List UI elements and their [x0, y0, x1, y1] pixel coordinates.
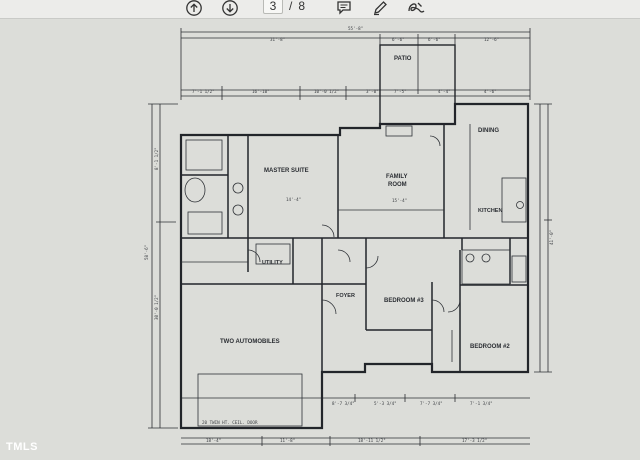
pen-icon: [374, 1, 387, 16]
arrow-up-icon: [186, 0, 202, 16]
comment-icon: [337, 1, 351, 15]
floor-plan: PATIO DINING MASTER SUITE FAMILY ROOM KI…: [144, 26, 554, 446]
comment-button[interactable]: [334, 0, 354, 18]
dim-top-mid: 6'-6": [392, 37, 405, 42]
dim-right-overall: 41'-0": [549, 230, 554, 245]
page-number-input[interactable]: 3: [262, 0, 283, 14]
family-room-label-2: ROOM: [388, 182, 407, 188]
dining-label: DINING: [478, 128, 499, 134]
dim-row2-a: 7'-1 1/2": [192, 89, 215, 94]
family-room-label-1: FAMILY: [386, 174, 407, 180]
dim-bottom-d: 5'-3 3/4": [374, 401, 397, 406]
dim-bottom-e: 7'-7 3/4": [420, 401, 443, 406]
dim-left-a: 8'-1 1/2": [154, 147, 159, 170]
page-indicator: 3 / 8: [258, 0, 310, 15]
dim-garage-note: 20 TWIN HT. CEIL. DOOR: [202, 420, 258, 425]
patio-label: PATIO: [394, 56, 412, 62]
dim-top-left: 31'-8": [270, 37, 285, 42]
dim-bottom-row2-d: 17'-3 1/2": [462, 438, 487, 443]
dim-overall-top: 55'-8": [348, 26, 363, 31]
dim-bottom-c: 8'-7 3/4": [332, 401, 355, 406]
page-separator: /: [288, 0, 293, 13]
dim-row2-d: 3'-0": [366, 89, 379, 94]
dim-bottom-row2-b: 11'-8": [280, 438, 295, 443]
dim-left-b: 30'-0 1/2": [154, 295, 159, 320]
bedroom2-label: BEDROOM #2: [470, 344, 510, 350]
foyer-label: FOYER: [336, 293, 355, 299]
bedroom3-label: BEDROOM #3: [384, 298, 424, 304]
kitchen-label: KITCHEN: [478, 208, 502, 214]
next-page-button[interactable]: [220, 0, 240, 18]
draw-button[interactable]: [370, 0, 390, 18]
utility-label: UTILITY: [262, 260, 283, 266]
dim-left-overall: 58'-6": [144, 245, 149, 260]
dim-bottom-row2-c: 18'-11 1/2": [358, 438, 386, 443]
page-total: 8: [298, 0, 306, 13]
signature-icon: [408, 2, 425, 13]
dim-row2-f: 4'-4": [438, 89, 451, 94]
previous-page-button[interactable]: [184, 0, 204, 18]
arrow-down-icon: [222, 0, 238, 16]
dim-row2-e: 7'-5": [394, 89, 407, 94]
dim-family-width: 15'-4": [392, 198, 407, 203]
dim-row2-b: 16'-10": [252, 89, 270, 94]
dim-master-width: 14'-4": [286, 197, 301, 202]
dim-bottom-row2-a: 18'-4": [206, 438, 221, 443]
garage-label: TWO AUTOMOBILES: [220, 339, 280, 345]
document-page: PATIO DINING MASTER SUITE FAMILY ROOM KI…: [0, 19, 640, 460]
sign-button[interactable]: [406, 0, 426, 18]
viewer-toolbar: 3 / 8: [0, 0, 640, 19]
dim-row2-g: 4'-6": [484, 89, 497, 94]
master-suite-label: MASTER SUITE: [264, 168, 309, 174]
dim-top-right: 12'-6": [484, 37, 499, 42]
dim-bottom-f: 7'-1 3/4": [470, 401, 493, 406]
dim-top-mid2: 6'-6": [428, 37, 441, 42]
dim-row2-c: 10'-0 1/2": [314, 89, 339, 94]
mls-watermark: TMLS: [6, 441, 38, 453]
